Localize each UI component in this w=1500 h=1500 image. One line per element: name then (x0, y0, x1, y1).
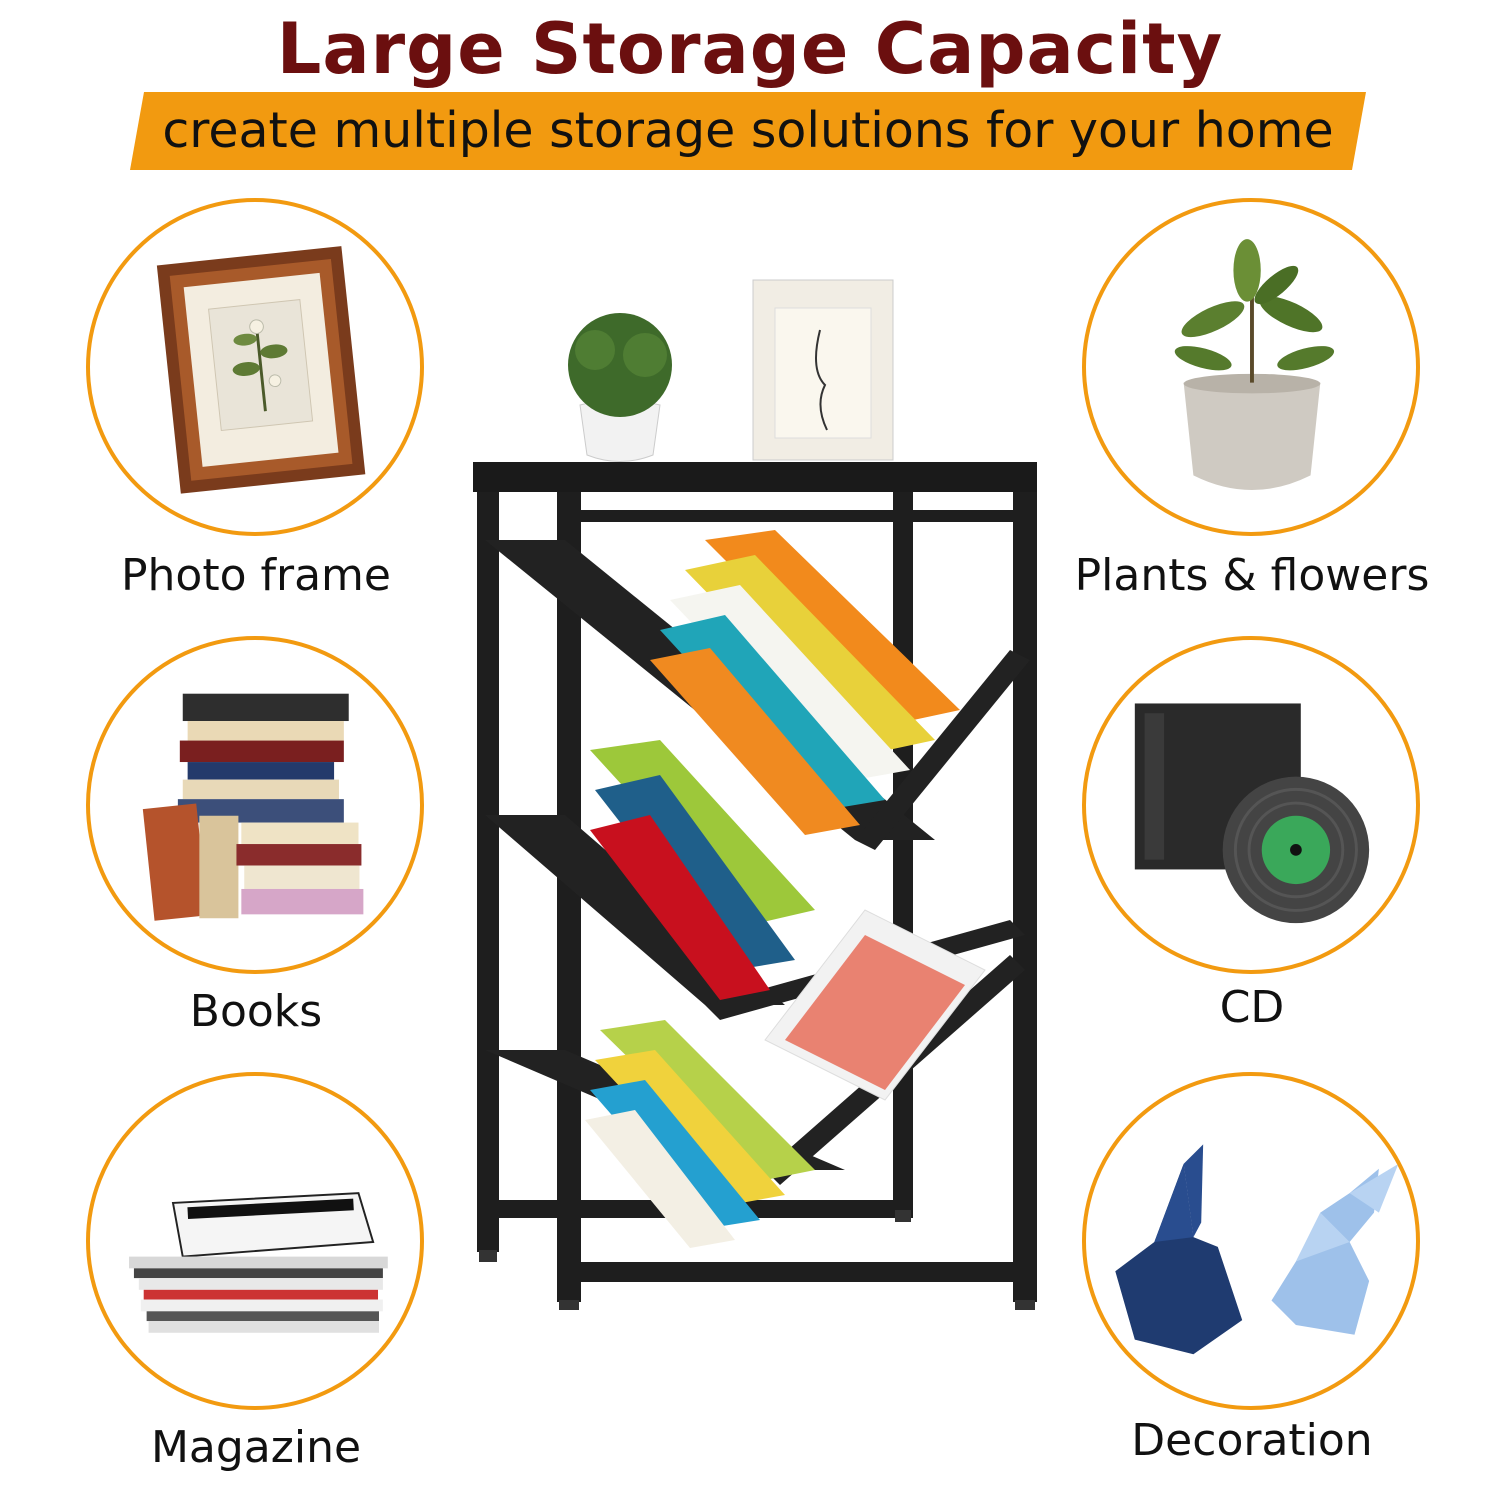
shelf-books-bottom (585, 1020, 815, 1248)
cd-vinyl-icon (1134, 703, 1370, 924)
feature-label-photo-frame: Photo frame (121, 550, 391, 601)
subtitle-banner (130, 92, 1366, 170)
books-stack-icon (142, 693, 364, 921)
page-title: Large Storage Capacity (276, 8, 1224, 90)
origami-rabbit-icon (1115, 1144, 1399, 1355)
feature-label-cd: CD (1219, 982, 1285, 1033)
feature-cd (1082, 636, 1420, 974)
feature-photo-frame (86, 198, 424, 536)
shelf-top-vogue-frame (752, 279, 894, 461)
photo-frame-icon (156, 246, 366, 494)
feature-books (86, 636, 424, 974)
feature-label-decoration: Decoration (1131, 1415, 1373, 1466)
shelf-magazines (764, 909, 986, 1101)
feature-label-magazine: Magazine (150, 1422, 362, 1473)
feature-label-books: Books (189, 986, 323, 1037)
subtitle-text: create multiple storage solutions for yo… (162, 102, 1334, 159)
potted-plant-icon (1174, 239, 1335, 491)
feature-label-plants: Plants & flowers (1074, 550, 1430, 601)
tree-bookshelf-illustration (473, 279, 1037, 1310)
feature-plants (1082, 198, 1420, 536)
shelf-books-middle (590, 740, 815, 1000)
feature-decoration (1082, 1072, 1420, 1410)
magazine-stack-icon (129, 1192, 388, 1333)
shelf-top-plant (568, 313, 672, 462)
feature-magazine (86, 1072, 424, 1410)
shelf-books-top (650, 530, 960, 835)
